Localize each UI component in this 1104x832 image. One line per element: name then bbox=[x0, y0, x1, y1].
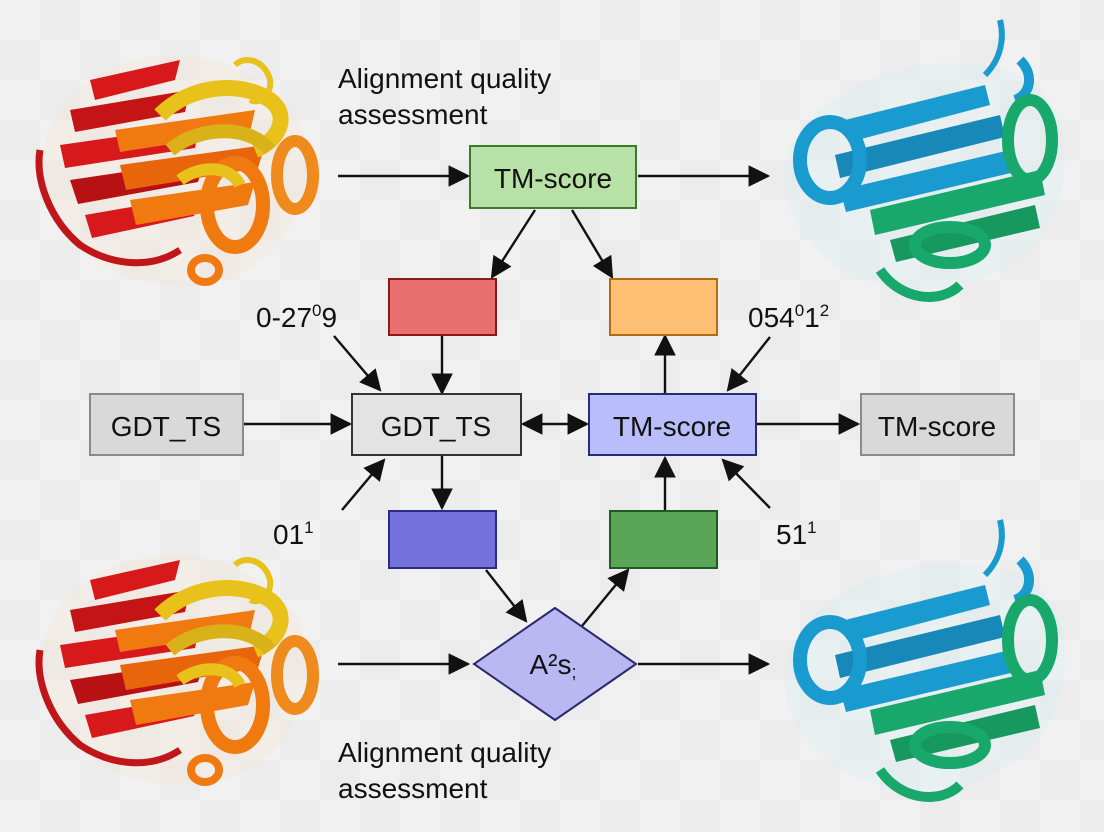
annotation-top-left: 0-2709 bbox=[256, 301, 337, 333]
node-tm-score-center: TM-score bbox=[588, 393, 757, 456]
node-tm-score-top: TM-score bbox=[469, 145, 637, 209]
annotation-bottom-right: 511 bbox=[776, 518, 817, 550]
node-gdt-ts-left: GDT_TS bbox=[89, 393, 244, 456]
node-gdt-ts-center-label: GDT_TS bbox=[381, 411, 491, 442]
annotation-bottom-left: 011 bbox=[273, 518, 314, 550]
protein-structure-cool bbox=[784, 19, 1066, 302]
green-box bbox=[609, 510, 718, 569]
protein-structure-warm bbox=[35, 55, 319, 286]
protein-structure-warm bbox=[35, 555, 319, 786]
caption-top-line1: Alignment quality bbox=[338, 63, 551, 94]
node-gdt-ts-center: GDT_TS bbox=[351, 393, 522, 456]
edges bbox=[244, 165, 861, 675]
caption-top-line2: assessment bbox=[338, 99, 488, 130]
node-diamond-label: A²s; bbox=[529, 649, 576, 682]
node-diamond: A²s; bbox=[472, 606, 638, 722]
red-box bbox=[388, 278, 497, 336]
node-gdt-ts-left-label: GDT_TS bbox=[111, 411, 221, 442]
edge-label-to-tmscore-bottom bbox=[721, 458, 771, 509]
node-tm-score-right-label: TM-score bbox=[878, 411, 996, 442]
edge-label-to-tmscore bbox=[726, 336, 771, 392]
blue-box bbox=[388, 510, 497, 569]
edge-diamond-to-green bbox=[581, 568, 630, 627]
node-tm-score-right: TM-score bbox=[860, 393, 1015, 456]
protein-structure-cool bbox=[784, 519, 1066, 802]
edge-tmscore-to-orange bbox=[570, 209, 614, 279]
orange-box bbox=[609, 278, 718, 336]
caption-bottom-line1: Alignment quality bbox=[338, 737, 551, 768]
edge-tmscore-to-red bbox=[490, 209, 537, 279]
edge-label-to-gdt-bottom bbox=[341, 458, 386, 511]
caption-bottom-line2: assessment bbox=[338, 773, 488, 804]
edge-blue-to-diamond bbox=[485, 569, 528, 623]
annotation-top-right: 054012 bbox=[748, 301, 829, 333]
node-tm-score-center-label: TM-score bbox=[613, 411, 731, 442]
edge-label-to-gdt bbox=[333, 335, 382, 392]
node-tm-score-top-label: TM-score bbox=[494, 163, 612, 194]
